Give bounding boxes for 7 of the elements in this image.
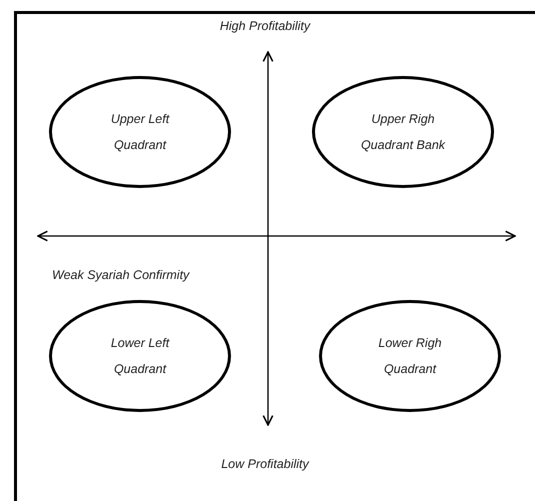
quadrant-name: Upper Left Quadrant	[110, 111, 171, 154]
quadrant-name: Lower Righ Quadrant	[377, 335, 443, 378]
quadrant-name: Upper Righ Quadrant Bank	[360, 111, 446, 154]
quadrant-name: Lower Left Quadrant	[110, 335, 171, 378]
axis-label: Low Profitability	[221, 456, 309, 473]
axis-label: Weak Syariah Confirmity	[52, 267, 190, 284]
axis-label: High Profitability	[220, 18, 310, 35]
